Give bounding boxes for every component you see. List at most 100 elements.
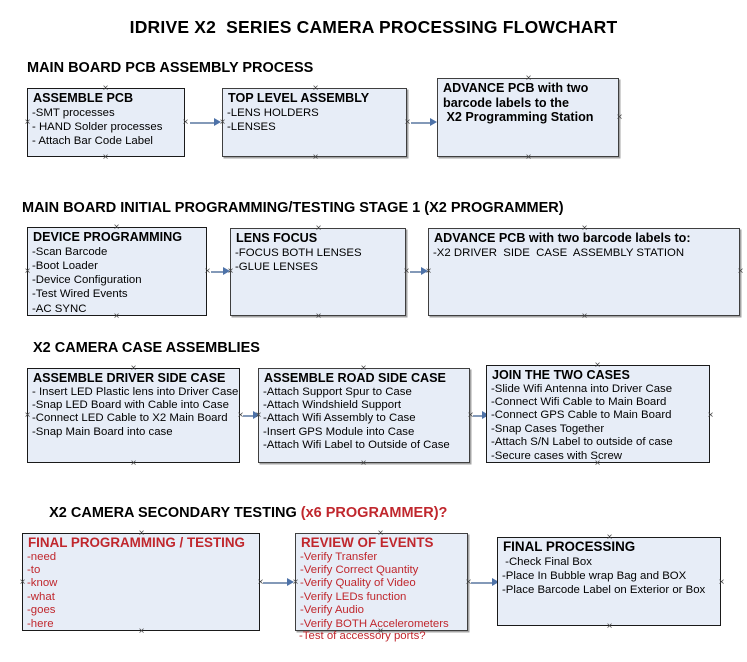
box-line: -Snap LED Board with Cable into Case [32, 398, 229, 411]
box-final-processing[interactable]: FINAL PROCESSING -Check Final Box -Place… [497, 537, 721, 626]
handle-mark-top[interactable] [101, 84, 110, 93]
handle-mark-bottom[interactable] [314, 312, 323, 321]
handle-mark-left[interactable] [23, 118, 32, 127]
section-heading-x2-camera-secondary-testing: X2 CAMERA SECONDARY TESTING (x6 PROGRAMM… [33, 489, 447, 537]
box-title: REVIEW OF EVENTS [301, 535, 434, 550]
box-title: JOIN THE TWO CASES [492, 368, 630, 382]
handle-mark-top[interactable] [580, 224, 589, 233]
handle-mark-bottom[interactable] [580, 312, 589, 321]
handle-mark-top[interactable] [359, 364, 368, 373]
box-advance-pcb-programming-station[interactable]: ADVANCE PCB with two barcode labels to t… [437, 78, 619, 157]
handle-mark-bottom[interactable] [524, 153, 533, 162]
handle-mark-bottom[interactable] [376, 627, 385, 636]
box-line: -Snap Main Board into case [32, 425, 173, 438]
connector-arrow [492, 578, 499, 586]
box-line: -need [27, 550, 57, 563]
box-line: -what [27, 590, 55, 603]
box-line: -Connect GPS Cable to Main Board [491, 409, 672, 422]
box-assemble-pcb[interactable]: ASSEMBLE PCB -SMT processes - HAND Solde… [27, 88, 185, 157]
handle-mark-bottom[interactable] [311, 153, 320, 162]
handle-mark-right[interactable] [717, 578, 726, 587]
box-line: -Attach Windshield Support [263, 398, 402, 411]
box-title: ADVANCE PCB with two barcode labels to: [434, 231, 691, 245]
connector-line [263, 582, 289, 584]
handle-mark-top[interactable] [129, 364, 138, 373]
handle-mark-right[interactable] [706, 411, 715, 420]
box-lens-focus[interactable]: LENS FOCUS -FOCUS BOTH LENSES -GLUE LENS… [230, 228, 406, 316]
box-line: -Attach Wifi Label to Outside of Case [263, 439, 450, 452]
handle-mark-left[interactable] [254, 411, 263, 420]
box-line-overflow: -Test of accessory ports? [299, 630, 426, 642]
box-line: -Check Final Box [502, 555, 592, 568]
box-line: -Verify Audio [300, 604, 364, 617]
box-line: -SMT processes [32, 106, 115, 119]
box-line: -LENSES [227, 120, 276, 133]
box-advance-pcb-driver-side-case[interactable]: ADVANCE PCB with two barcode labels to: … [428, 228, 740, 316]
box-device-programming[interactable]: DEVICE PROGRAMMING -Scan Barcode -Boot L… [27, 227, 207, 316]
box-line: -goes [27, 604, 56, 617]
box-line: -Snap Cases Together [491, 422, 605, 435]
handle-mark-bottom[interactable] [129, 459, 138, 468]
handle-mark-left[interactable] [18, 578, 27, 587]
box-title: ASSEMBLE DRIVER SIDE CASE [33, 371, 226, 385]
handle-mark-bottom[interactable] [593, 459, 602, 468]
handle-mark-top[interactable] [137, 529, 146, 538]
handle-mark-left[interactable] [291, 578, 300, 587]
box-title-line2: barcode labels to the [443, 95, 569, 110]
handle-mark-top[interactable] [593, 361, 602, 370]
section-heading-highlight: (x6 PROGRAMMER)? [300, 505, 448, 521]
handle-mark-bottom[interactable] [359, 459, 368, 468]
handle-mark-left[interactable] [226, 267, 235, 276]
handle-mark-bottom[interactable] [112, 312, 121, 321]
box-title: FINAL PROCESSING [503, 539, 636, 554]
box-assemble-driver-side-case[interactable]: ASSEMBLE DRIVER SIDE CASE - Insert LED P… [27, 368, 240, 463]
handle-mark-bottom[interactable] [605, 622, 614, 631]
box-line: -Test Wired Events [32, 288, 128, 301]
box-line: -know [27, 577, 58, 590]
box-line: -Place Barcode Label on Exterior or Box [502, 584, 706, 597]
box-title: ADVANCE PCB with two [443, 81, 589, 95]
handle-mark-bottom[interactable] [101, 153, 110, 162]
handle-mark-left[interactable] [23, 411, 32, 420]
box-line: -Verify LEDs function [300, 590, 407, 603]
box-line: -X2 DRIVER SIDE CASE ASSEMBLY STATION [433, 246, 685, 259]
handle-mark-top[interactable] [314, 224, 323, 233]
box-line: -Device Configuration [32, 274, 142, 287]
box-line: - Insert LED Plastic lens into Driver Ca… [32, 385, 239, 398]
handle-mark-bottom[interactable] [137, 627, 146, 636]
handle-mark-right[interactable] [736, 267, 745, 276]
box-title-line3: X2 Programming Station [443, 110, 594, 124]
section-heading-main-board-initial-programming: MAIN BOARD INITIAL PROGRAMMING/TESTING S… [22, 200, 564, 216]
box-title: DEVICE PROGRAMMING [33, 230, 183, 244]
handle-mark-top[interactable] [376, 529, 385, 538]
box-line: -LENS HOLDERS [227, 106, 319, 119]
handle-mark-left[interactable] [424, 267, 433, 276]
box-join-the-two-cases[interactable]: JOIN THE TWO CASES -Slide Wifi Antenna i… [486, 365, 710, 463]
box-top-level-assembly[interactable]: TOP LEVEL ASSEMBLY -LENS HOLDERS -LENSES [222, 88, 407, 157]
connector-line [411, 122, 433, 124]
box-line: -Connect LED Cable to X2 Main Board [32, 412, 228, 425]
handle-mark-right[interactable] [615, 113, 624, 122]
box-title: FINAL PROGRAMMING / TESTING [28, 535, 245, 550]
handle-mark-top[interactable] [311, 84, 320, 93]
box-line: -AC SYNC [32, 302, 87, 315]
box-line: -to [27, 563, 41, 576]
box-final-programming-testing[interactable]: FINAL PROGRAMMING / TESTING -need -to -k… [22, 533, 260, 631]
box-line: -Attach S/N Label to outside of case [491, 436, 673, 449]
box-line: -Connect Wifi Cable to Main Board [491, 395, 667, 408]
handle-mark-left[interactable] [218, 118, 227, 127]
box-title: ASSEMBLE ROAD SIDE CASE [264, 371, 446, 385]
section-heading-text: X2 CAMERA SECONDARY TESTING [49, 505, 301, 521]
handle-mark-top[interactable] [605, 533, 614, 542]
box-assemble-road-side-case[interactable]: ASSEMBLE ROAD SIDE CASE -Attach Support … [258, 368, 470, 463]
handle-mark-top[interactable] [524, 74, 533, 83]
box-line: - Attach Bar Code Label [32, 135, 153, 148]
handle-mark-right[interactable] [181, 118, 190, 127]
connector-line [190, 122, 216, 124]
handle-mark-top[interactable] [112, 223, 121, 232]
box-review-of-events[interactable]: REVIEW OF EVENTS -Verify Transfer -Verif… [295, 533, 468, 631]
handle-mark-left[interactable] [23, 267, 32, 276]
box-title: ASSEMBLE PCB [33, 91, 134, 105]
box-line: -Verify Correct Quantity [300, 563, 419, 576]
